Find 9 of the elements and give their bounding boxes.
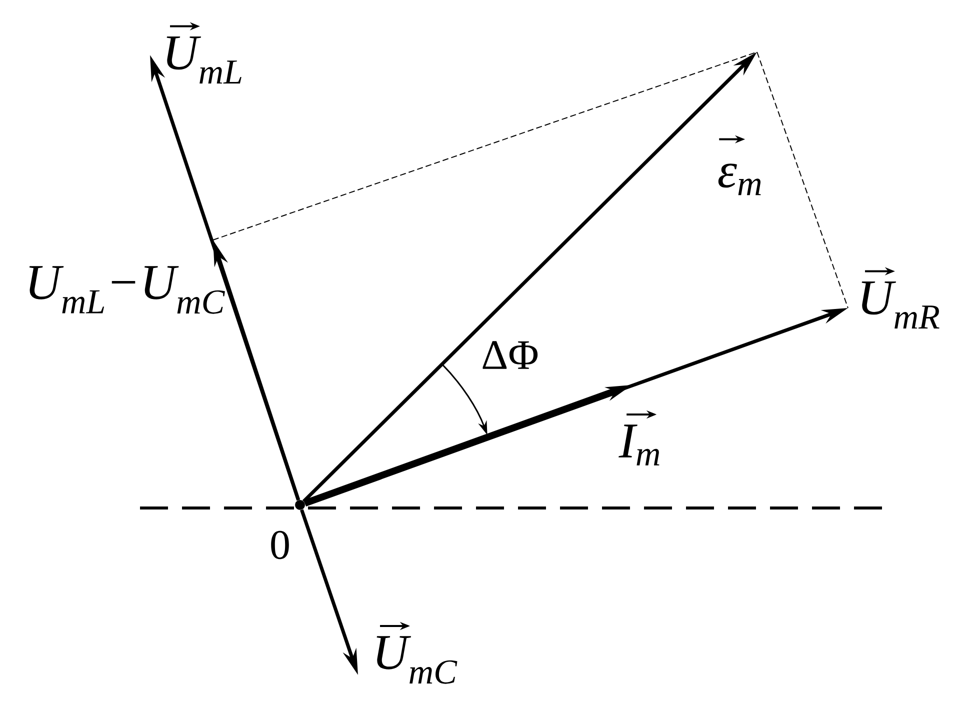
difference-label: U$_{mL}$−U$_{mC}$ [29,266,225,314]
vector-label: I$_{m}$ [618,410,660,466]
vector-label: U$_{mC}$ [376,622,458,684]
vector-label: U$_{mL}$ [166,22,242,84]
angle-label: ΔΦ [482,341,538,369]
vector-label: ε$_{m}$ [718,135,761,196]
origin-label: 0 [271,530,289,560]
vector-label: U$_{mR}$ [862,267,940,329]
origin-point [295,500,305,510]
